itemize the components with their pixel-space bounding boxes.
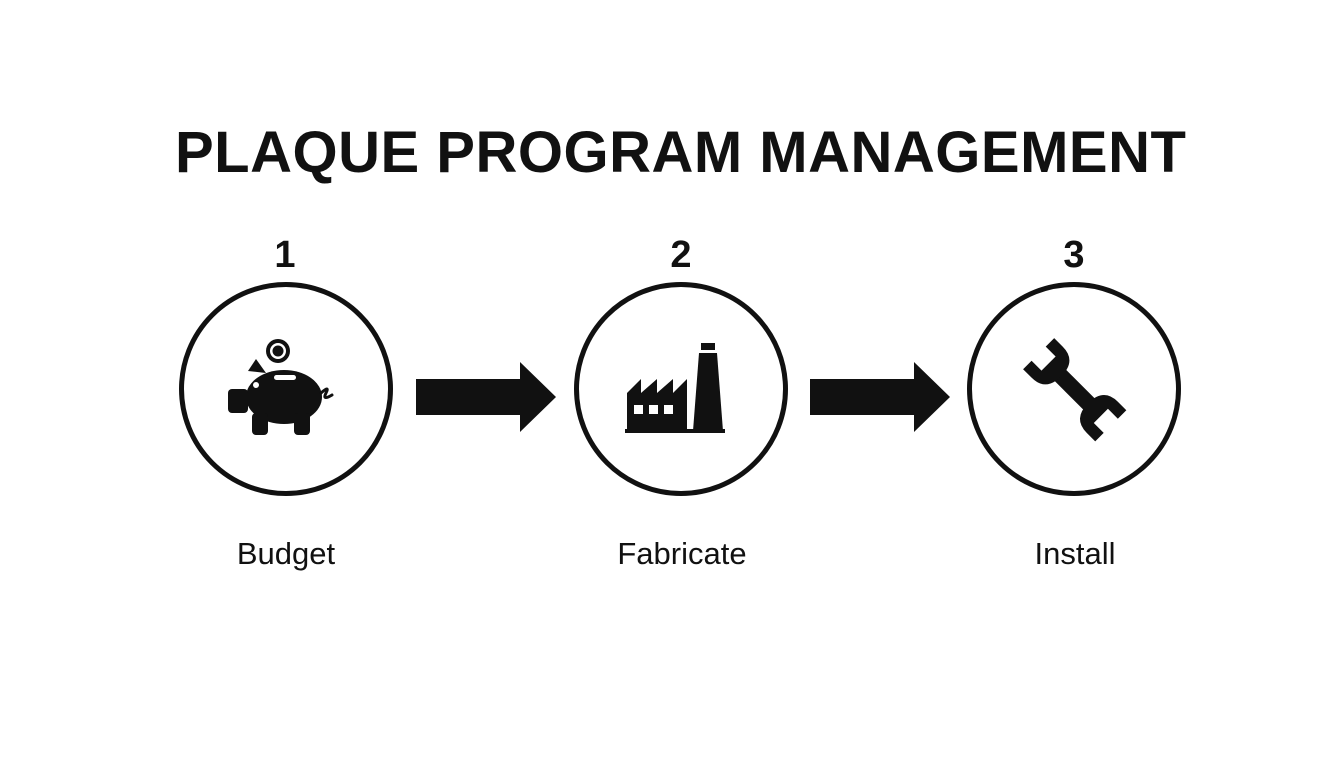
step-3-number: 3 (1063, 234, 1085, 276)
step-2-number: 2 (670, 234, 692, 276)
arrow-right-icon (416, 362, 556, 432)
page-title: PLAQUE PROGRAM MANAGEMENT (175, 120, 1187, 185)
step-1-label: Budget (236, 536, 336, 571)
arrow-right-icon (810, 362, 950, 432)
factory-icon (625, 343, 725, 433)
step-2-label: Fabricate (617, 536, 747, 571)
piggy-bank-icon (228, 339, 334, 435)
step-2-circle (574, 282, 788, 496)
step-1-circle (179, 282, 393, 496)
step-1-number: 1 (274, 234, 296, 276)
step-3-circle (967, 282, 1181, 496)
step-3-label: Install (1034, 536, 1116, 571)
wrench-icon (1023, 338, 1127, 442)
